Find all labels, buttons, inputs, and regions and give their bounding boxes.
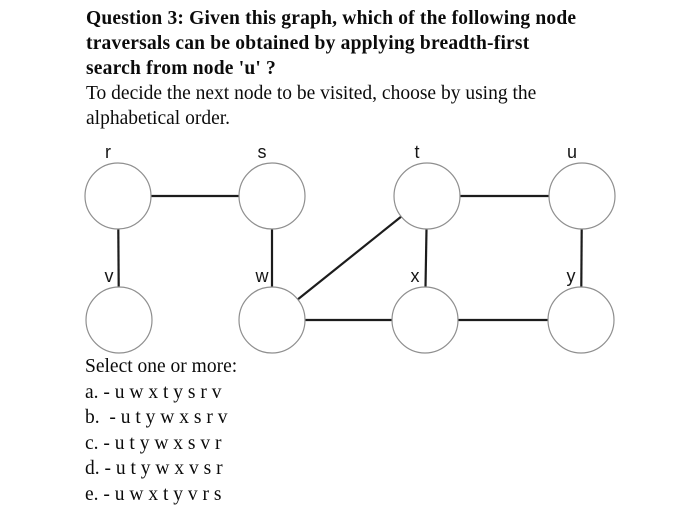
graph-node-x <box>391 286 459 354</box>
question-line: Question 3: Given this graph, which of t… <box>86 8 577 29</box>
question-line: search from node 'u' ? <box>86 58 277 79</box>
graph-node-label-u: u <box>567 142 577 162</box>
graph-node-label-y: y <box>567 266 576 286</box>
graph-node-t <box>393 162 461 230</box>
graph-node-y <box>547 286 615 354</box>
option-b[interactable]: b. - u t y w x s r v <box>85 407 228 428</box>
answer-options: Select one or more: a. - u w x t y s r v… <box>85 354 237 507</box>
graph-node-label-t: t <box>414 142 419 162</box>
graph-node-label-v: v <box>105 266 114 286</box>
question-line: To decide the next node to be visited, c… <box>86 83 537 104</box>
graph-node-s <box>238 162 306 230</box>
question-text: Question 3: Given this graph, which of t… <box>86 6 686 131</box>
option-c[interactable]: c. - u t y w x s v r <box>85 432 222 454</box>
graph-node-r <box>84 162 152 230</box>
question-line: traversals can be obtained by applying b… <box>86 33 530 54</box>
option-d[interactable]: d. - u t y w x v s r <box>85 458 223 479</box>
graph-node-v <box>85 286 153 354</box>
graph-node-label-r: r <box>105 142 111 162</box>
graph-node-label-s: s <box>258 142 267 162</box>
question-line: alphabetical order. <box>86 108 231 129</box>
graph-node-label-w: w <box>255 266 270 286</box>
option-e[interactable]: e. - u w x t y v r s <box>85 483 222 505</box>
select-prompt: Select one or more: <box>85 356 238 377</box>
graph-node-label-x: x <box>411 266 420 286</box>
graph-node-u <box>548 162 616 230</box>
option-a[interactable]: a. - u w x t y s r v <box>85 381 222 403</box>
graph-node-w <box>238 286 306 354</box>
graph-edge-t-w <box>297 215 402 301</box>
graph-edge-t-x <box>424 228 428 288</box>
